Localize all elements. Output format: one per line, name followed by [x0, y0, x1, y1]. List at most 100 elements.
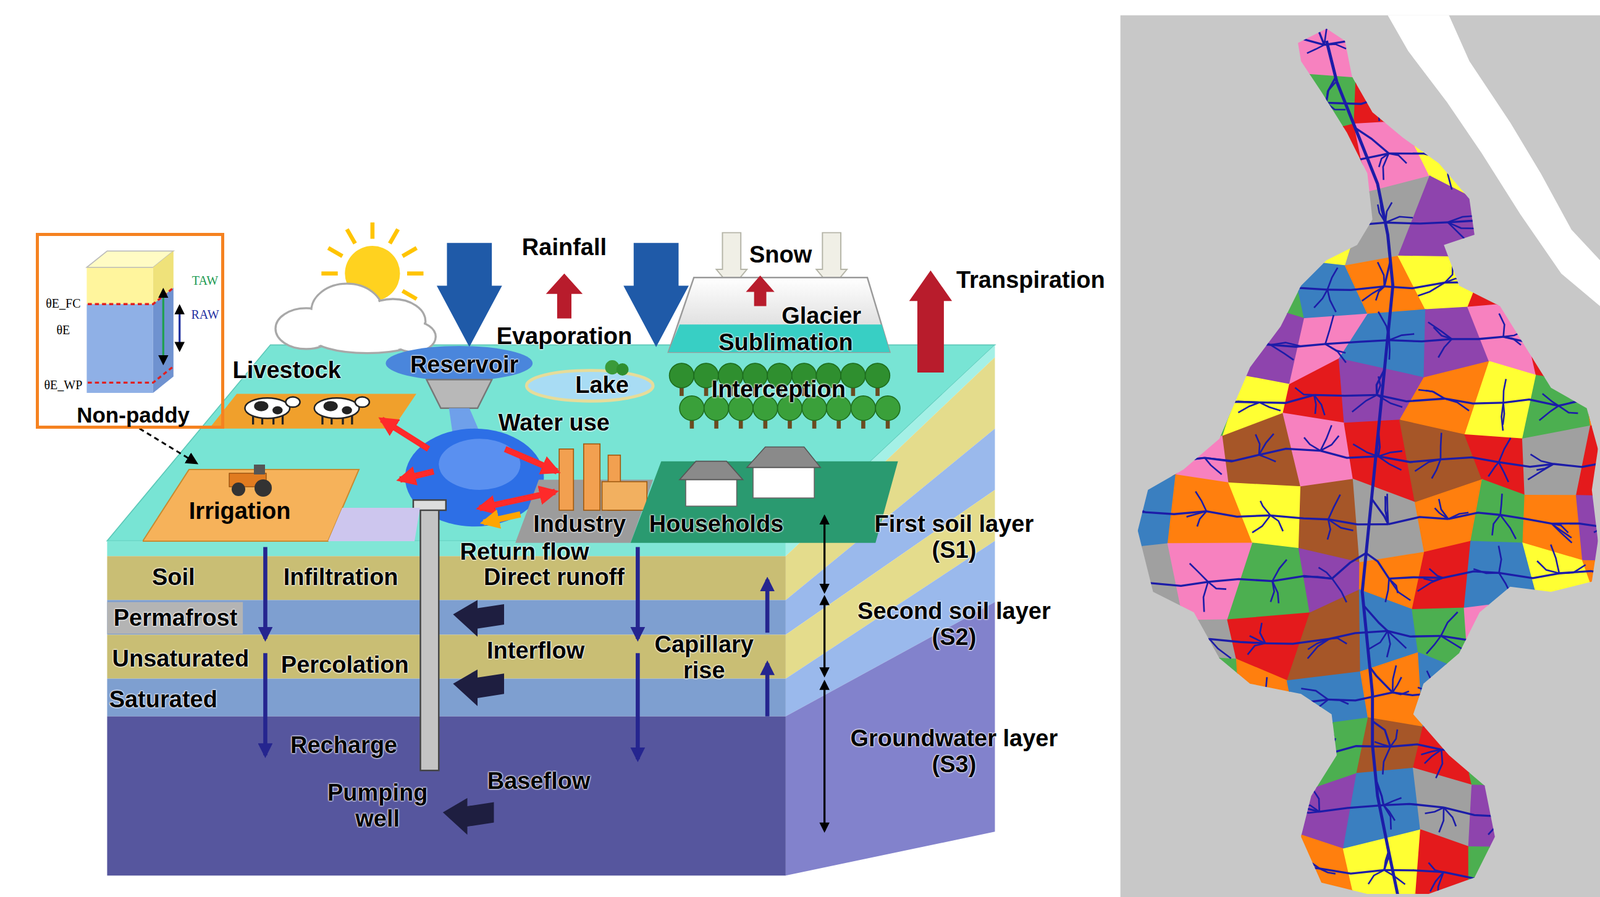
river-line	[1265, 759, 1269, 782]
river-line	[1557, 689, 1571, 707]
river-line	[1314, 208, 1322, 230]
river-line	[1150, 453, 1175, 455]
river-line	[1597, 730, 1600, 751]
river-line	[1237, 401, 1260, 403]
river-line	[1503, 379, 1506, 403]
river-line	[1559, 146, 1563, 164]
subbasin-cell	[1236, 14, 1289, 73]
river-line	[1123, 157, 1151, 162]
label-anchor: Interception	[711, 376, 846, 403]
subbasin-cell	[1118, 799, 1192, 843]
label-anchor: Livestock	[232, 357, 341, 384]
river-line	[1507, 161, 1563, 164]
river-line	[1438, 339, 1452, 358]
river-line	[1200, 791, 1213, 813]
river-line	[1389, 339, 1452, 342]
river-line	[1372, 720, 1391, 747]
subbasin-cell	[1232, 829, 1295, 897]
subbasin-cell	[1521, 590, 1600, 674]
river-line	[1123, 40, 1143, 44]
river-line	[1498, 437, 1511, 463]
river-line	[1385, 202, 1393, 224]
sun-ray	[407, 271, 424, 276]
river-line	[1152, 638, 1210, 644]
subbasin-cell	[1517, 181, 1600, 266]
river-line	[1551, 523, 1573, 544]
river-line	[1123, 37, 1143, 44]
river-line	[1429, 568, 1444, 578]
label-anchor: Lake	[575, 372, 629, 399]
label-anchor: θE	[56, 323, 71, 337]
subbasin-cell	[1354, 59, 1431, 125]
river-line	[1368, 869, 1385, 885]
soil-column-top	[86, 267, 153, 304]
river-line	[1199, 279, 1206, 306]
river-line	[1386, 630, 1390, 657]
river-line	[1320, 435, 1339, 451]
label-anchor: Capillary rise	[648, 632, 760, 685]
river-line	[1385, 95, 1451, 105]
river-line	[1491, 673, 1493, 695]
river-line	[1530, 454, 1554, 464]
factory-hall	[602, 481, 648, 511]
process-label: Sublimation	[718, 329, 853, 356]
river-line	[1494, 746, 1512, 751]
subbasin-cell	[1165, 300, 1246, 376]
river-line	[1301, 86, 1327, 103]
river-line	[1562, 162, 1600, 169]
river-line	[1152, 812, 1213, 819]
river-line	[1328, 699, 1349, 704]
river-line	[1430, 872, 1444, 892]
subbasin-cell	[1223, 58, 1306, 137]
river-line	[1205, 162, 1262, 170]
tractor-wheel	[254, 479, 272, 497]
river-line	[1449, 159, 1476, 165]
river-line	[1320, 425, 1332, 451]
tree-crown	[865, 363, 891, 388]
river-line	[1443, 872, 1504, 879]
river-line	[1132, 762, 1151, 786]
river-line	[1261, 169, 1287, 177]
percolation-arrow	[635, 546, 640, 639]
subbasin-cell	[1519, 14, 1579, 75]
process-label: Permafrost	[113, 605, 238, 632]
river-line	[1557, 685, 1600, 690]
river-line	[1204, 141, 1207, 164]
process-label: Second soil layer (S2)	[851, 598, 1056, 651]
river-line	[1243, 338, 1271, 345]
river-line	[1294, 387, 1314, 395]
river-line	[1503, 402, 1505, 426]
subbasin-cell	[1173, 125, 1235, 201]
subbasin-cell	[1348, 893, 1416, 897]
river-line	[1449, 160, 1508, 165]
subbasin-cell	[1457, 673, 1524, 718]
river-line	[1423, 577, 1444, 581]
river-line	[1150, 392, 1155, 414]
river-line	[1141, 255, 1158, 280]
subbasin-cell	[1576, 495, 1600, 561]
subbasin-cell	[1526, 780, 1600, 848]
river-line	[1208, 578, 1273, 582]
river-line	[1324, 38, 1391, 46]
river-line	[1150, 757, 1171, 763]
cow-body	[244, 397, 290, 419]
river-line	[1488, 259, 1506, 279]
river-line	[1506, 277, 1562, 284]
river-line	[1150, 846, 1154, 873]
river-line	[1150, 376, 1158, 393]
process-label: Water use	[498, 410, 610, 437]
river-line	[1272, 559, 1287, 582]
process-label: Interflow	[486, 638, 585, 665]
label-anchor: Evaporation	[496, 323, 633, 350]
river-line	[1262, 21, 1263, 41]
river-line	[1186, 511, 1207, 518]
river-line	[1181, 392, 1208, 403]
river-line	[1546, 214, 1563, 224]
river-line	[1142, 37, 1204, 44]
river-line	[1503, 195, 1508, 222]
river-line	[1488, 816, 1503, 835]
subbasin-cell	[1470, 480, 1525, 544]
river-line	[1388, 153, 1450, 160]
subbasin-cell	[1181, 774, 1242, 842]
